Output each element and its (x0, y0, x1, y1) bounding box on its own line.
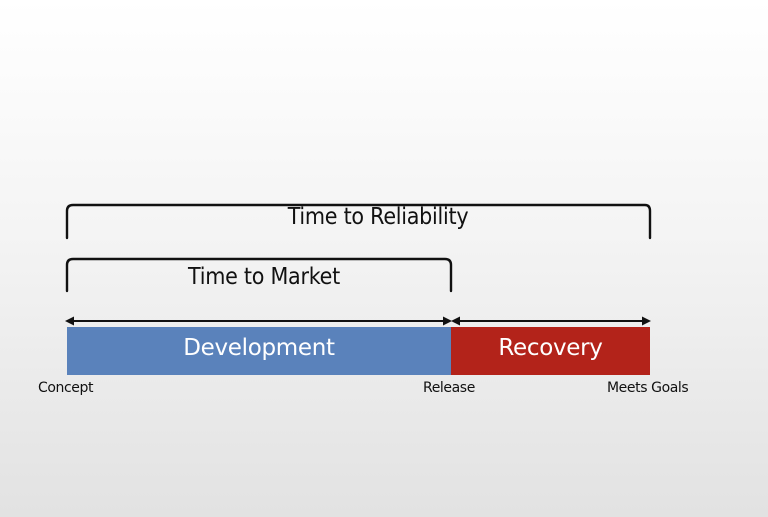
recovery-span-arrow (451, 316, 651, 326)
reliability-label: Time to Reliability (287, 204, 469, 230)
recovery-phase-bar: Recovery (451, 327, 650, 375)
development-span-arrow (65, 316, 452, 326)
recovery-label: Recovery (498, 335, 603, 361)
market-bracket (65, 257, 453, 293)
milestone-concept: Concept (38, 380, 94, 396)
reliability-bracket (65, 203, 652, 240)
market-label: Time to Market (188, 264, 340, 290)
milestone-release: Release (423, 380, 475, 396)
development-label: Development (183, 335, 335, 361)
development-phase-bar: Development (67, 327, 451, 375)
milestone-meets-goals: Meets Goals (607, 380, 689, 396)
